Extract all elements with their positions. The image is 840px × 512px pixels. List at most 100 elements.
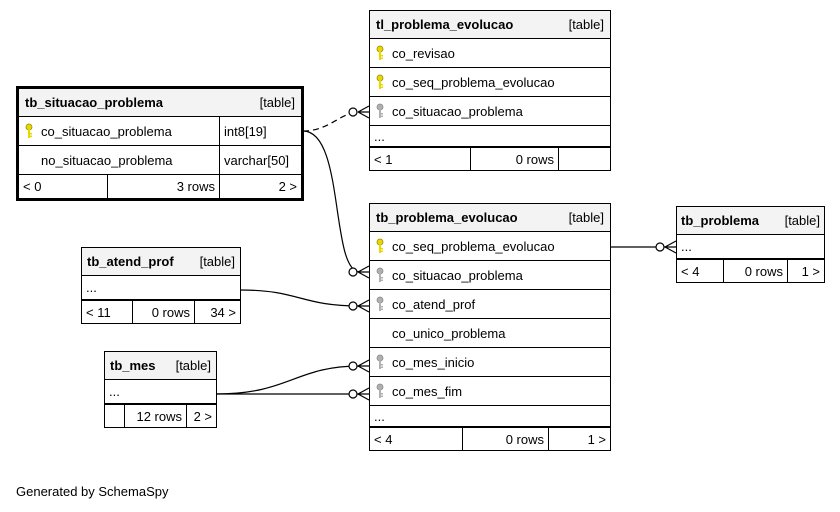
column-row: co_mes_fim <box>370 377 610 406</box>
edge-marker-circle <box>348 267 358 277</box>
table-footer: 12 rows 2 > <box>105 404 216 427</box>
edge-marker-crowfoot <box>357 105 370 119</box>
foreign-key-icon <box>370 383 390 399</box>
column-name: ... <box>109 384 120 399</box>
table-tb-problema-evolucao[interactable]: tb_problema_evolucao [table] co_seq_prob… <box>369 203 611 451</box>
column-row: co_situacao_problema <box>370 261 610 290</box>
column-name: ... <box>681 239 692 254</box>
footer-children: 1 > <box>787 260 824 282</box>
table-tag: [table] <box>568 17 604 32</box>
footer-row-count: 12 rows <box>124 405 186 427</box>
column-row: co_situacao_problema int8[19] <box>19 117 301 146</box>
table-tag: [table] <box>568 210 604 225</box>
footer-parents: < 4 <box>681 263 700 279</box>
column-name: ... <box>86 280 97 295</box>
footer-children: 34 > <box>194 301 240 323</box>
table-name: tb_problema_evolucao <box>376 210 518 225</box>
edge-marker-crowfoot <box>664 240 677 254</box>
column-name: no_situacao_problema <box>41 152 173 168</box>
table-tb-problema[interactable]: tb_problema [table] ... < 4 0 rows 1 > <box>676 206 825 283</box>
footer-parents: < 0 <box>23 179 42 194</box>
table-name: tb_atend_prof <box>87 254 174 269</box>
primary-key-icon <box>19 123 39 139</box>
table-tb-situacao-problema[interactable]: tb_situacao_problema [table] co_situacao… <box>16 86 304 201</box>
generated-by-label: Generated by SchemaSpy <box>16 484 169 499</box>
column-name: co_unico_problema <box>392 325 506 341</box>
table-tl-problema-evolucao[interactable]: tl_problema_evolucao [table] co_revisao … <box>369 10 611 171</box>
primary-key-icon <box>370 238 390 254</box>
foreign-key-icon <box>370 296 390 312</box>
column-name: ... <box>374 408 385 424</box>
column-name: co_situacao_problema <box>392 267 523 283</box>
table-footer: < 4 0 rows 1 > <box>677 259 824 282</box>
edge-situacao-to-evolucao <box>302 130 361 273</box>
column-name: co_revisao <box>392 45 455 61</box>
column-row: ... <box>82 276 240 300</box>
footer-row-count: 3 rows <box>107 175 219 198</box>
edge-marker-crowfoot <box>357 265 370 279</box>
column-name: ... <box>374 128 385 144</box>
column-name: co_situacao_problema <box>41 123 172 139</box>
column-row: co_unico_problema <box>370 319 610 348</box>
table-tb-atend-prof[interactable]: tb_atend_prof [table] ... < 11 0 rows 34… <box>81 247 241 324</box>
table-footer: < 4 0 rows 1 > <box>370 427 610 450</box>
table-tag: [table] <box>784 213 820 228</box>
table-tag: [table] <box>259 95 295 110</box>
edge-marker-crowfoot <box>357 359 370 373</box>
column-name: co_situacao_problema <box>392 103 523 119</box>
table-name: tb_problema <box>681 213 760 228</box>
edge-marker-circle <box>348 107 358 117</box>
edge-marker-circle <box>348 389 358 399</box>
column-name: co_mes_inicio <box>392 354 475 370</box>
table-tag: [table] <box>199 254 235 269</box>
column-row: co_seq_problema_evolucao <box>370 232 610 261</box>
footer-row-count: 0 rows <box>462 428 548 450</box>
column-type: int8[19] <box>219 117 301 145</box>
footer-children: 2 > <box>186 405 216 427</box>
column-row: ... <box>370 406 610 427</box>
table-name: tl_problema_evolucao <box>376 17 514 32</box>
edge-mes-to-inicio <box>215 365 361 395</box>
table-name: tb_situacao_problema <box>25 95 163 110</box>
edge-marker-crowfoot <box>357 299 370 313</box>
column-row: co_atend_prof <box>370 290 610 319</box>
column-row: co_mes_inicio <box>370 348 610 377</box>
footer-row-count: 0 rows <box>723 260 787 282</box>
foreign-key-icon <box>370 103 390 119</box>
foreign-key-icon <box>370 267 390 283</box>
column-row: co_revisao <box>370 39 610 68</box>
primary-key-icon <box>370 45 390 61</box>
foreign-key-icon <box>370 354 390 370</box>
column-name: co_seq_problema_evolucao <box>392 74 555 90</box>
footer-row-count: 0 rows <box>470 148 558 170</box>
edge-marker-circle <box>348 361 358 371</box>
column-row: co_seq_problema_evolucao <box>370 68 610 97</box>
table-footer: < 11 0 rows 34 > <box>82 300 240 323</box>
column-row: ... <box>370 126 610 147</box>
footer-parents: < 11 <box>86 304 111 320</box>
footer-parents <box>105 405 124 427</box>
column-name: co_mes_fim <box>392 383 463 399</box>
column-row: co_situacao_problema <box>370 97 610 126</box>
edge-atend-to-evolucao <box>239 289 361 307</box>
footer-children <box>558 148 610 170</box>
footer-row-count: 0 rows <box>132 301 194 323</box>
edge-marker-circle <box>655 242 665 252</box>
footer-children: 1 > <box>548 428 610 450</box>
column-type: varchar[50] <box>219 146 301 174</box>
table-tag: [table] <box>175 358 211 373</box>
edge-marker-circle <box>348 301 358 311</box>
edge-marker-crowfoot <box>357 387 370 401</box>
column-row: ... <box>677 235 824 259</box>
footer-parents: < 4 <box>374 431 393 447</box>
table-footer: < 1 0 rows <box>370 147 610 170</box>
table-footer: < 0 3 rows 2 > <box>19 175 301 198</box>
primary-key-icon <box>370 74 390 90</box>
footer-parents: < 1 <box>374 151 393 167</box>
column-name: co_atend_prof <box>392 296 476 312</box>
column-row: ... <box>105 380 216 404</box>
footer-children: 2 > <box>219 175 301 198</box>
table-name: tb_mes <box>110 358 156 373</box>
table-tb-mes[interactable]: tb_mes [table] ... 12 rows 2 > <box>104 351 217 428</box>
